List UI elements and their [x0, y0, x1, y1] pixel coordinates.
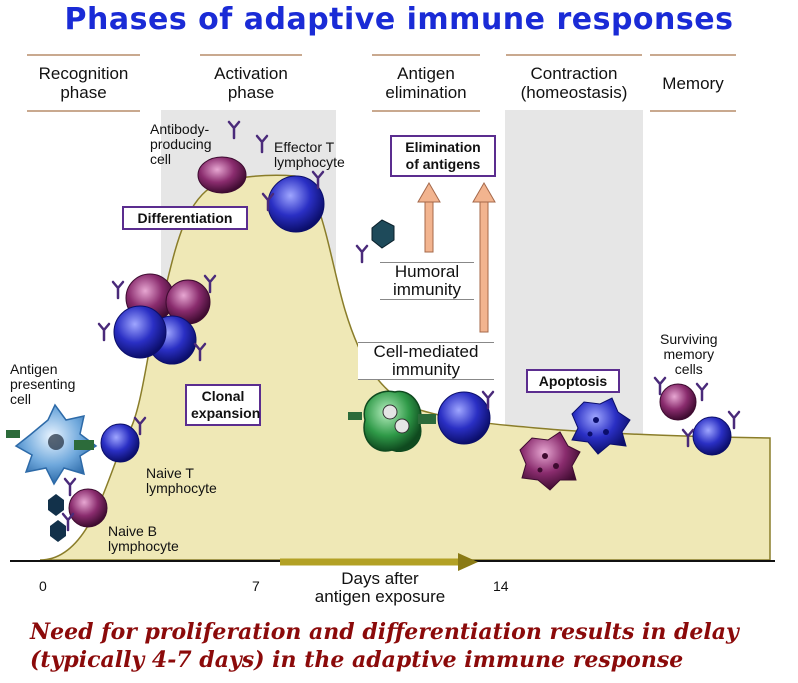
footnote: Need for proliferation and differentiati… [30, 618, 798, 674]
phase-label-line2: elimination [385, 83, 467, 102]
label-line: lymphocyte [146, 480, 217, 496]
footnote-line1: Need for proliferation and differentiati… [30, 619, 739, 645]
axis-label-line1: Days after [341, 569, 419, 588]
phase-label-line1: Antigen [397, 64, 455, 83]
humoral-line2: immunity [392, 280, 461, 299]
mhc-icon [74, 440, 94, 450]
memory-t-cell [692, 416, 732, 456]
label-line: Antigen [10, 361, 58, 377]
label-line: Antibody- [150, 121, 210, 137]
apoptotic-t-cell [571, 397, 631, 455]
effector-t-cell [267, 175, 325, 233]
receptor-icon [111, 280, 125, 300]
receptor-icon [97, 322, 111, 342]
apoptosis-box: Apoptosis [526, 369, 620, 393]
tick-label-14: 14 [493, 578, 509, 594]
page-title: Phases of adaptive immune responses [64, 2, 734, 37]
clonal-label-line1: Clonal [201, 388, 245, 404]
phase-label-line2: phase [227, 83, 275, 102]
clonal-label-line2: expansion [191, 405, 261, 421]
memory-b-cell [659, 383, 697, 421]
naive-t-cell [100, 423, 140, 463]
antigen-icon [371, 219, 395, 249]
axis-label-line2: antigen exposure [314, 587, 446, 606]
receptor-icon [695, 382, 709, 402]
label-line: memory [663, 346, 715, 362]
label-line: lymphocyte [274, 154, 345, 170]
phase-label-line1: Activation [214, 64, 288, 83]
plasma-cell [197, 156, 247, 194]
label-line: cells [674, 361, 703, 377]
antigen-icon [50, 520, 66, 542]
label-line: Naive B [108, 523, 158, 539]
mhc-icon [418, 414, 436, 424]
cell-line2: immunity [391, 360, 460, 379]
elimination-label-line1: Elimination [405, 139, 481, 155]
label-line: cell [10, 391, 32, 407]
label-line: lymphocyte [108, 538, 179, 554]
naive-b-cell [68, 488, 108, 528]
label-line: Effector T [274, 139, 335, 155]
phase-label-line2: (homeostasis) [520, 83, 628, 102]
humoral-arrow [417, 182, 441, 253]
mhc-icon [6, 430, 20, 438]
antibody-icon [355, 244, 369, 264]
phase-label-line1: Contraction [530, 64, 618, 83]
humoral-line1: Humoral [394, 262, 460, 281]
apoptotic-b-cell [519, 431, 581, 491]
phase-label-line1: Recognition [38, 64, 129, 83]
infected-cell [363, 390, 422, 452]
phase-label-line1: Memory [662, 73, 724, 93]
phase-header-memory: Memory [650, 54, 736, 112]
label-line: Naive T [146, 465, 194, 481]
label-line: presenting [10, 376, 76, 392]
label-line: Surviving [660, 331, 718, 347]
days-arrow-head [458, 553, 478, 571]
apoptosis-label: Apoptosis [538, 373, 608, 389]
elimination-label-line2: of antigens [405, 156, 481, 172]
tick-label-0: 0 [39, 578, 47, 594]
tick-label-7: 7 [252, 578, 260, 594]
receptor-icon [727, 410, 741, 430]
mhc-icon [348, 412, 362, 420]
label-line: cell [150, 151, 172, 167]
cell-line1: Cell-mediated [373, 342, 479, 361]
footnote-line2: (typically 4-7 days) in the adaptive imm… [30, 647, 684, 673]
differentiation-box: Differentiation [122, 206, 248, 230]
cell-mediated-arrow [472, 182, 496, 333]
cytotoxic-t-cell [437, 391, 491, 445]
t-cell-clone [113, 305, 167, 359]
antigen-icon [48, 494, 64, 516]
label-line: producing [150, 136, 212, 152]
differentiation-label: Differentiation [137, 210, 233, 226]
phase-label-line2: phase [60, 83, 107, 102]
receptor-icon [63, 477, 77, 497]
